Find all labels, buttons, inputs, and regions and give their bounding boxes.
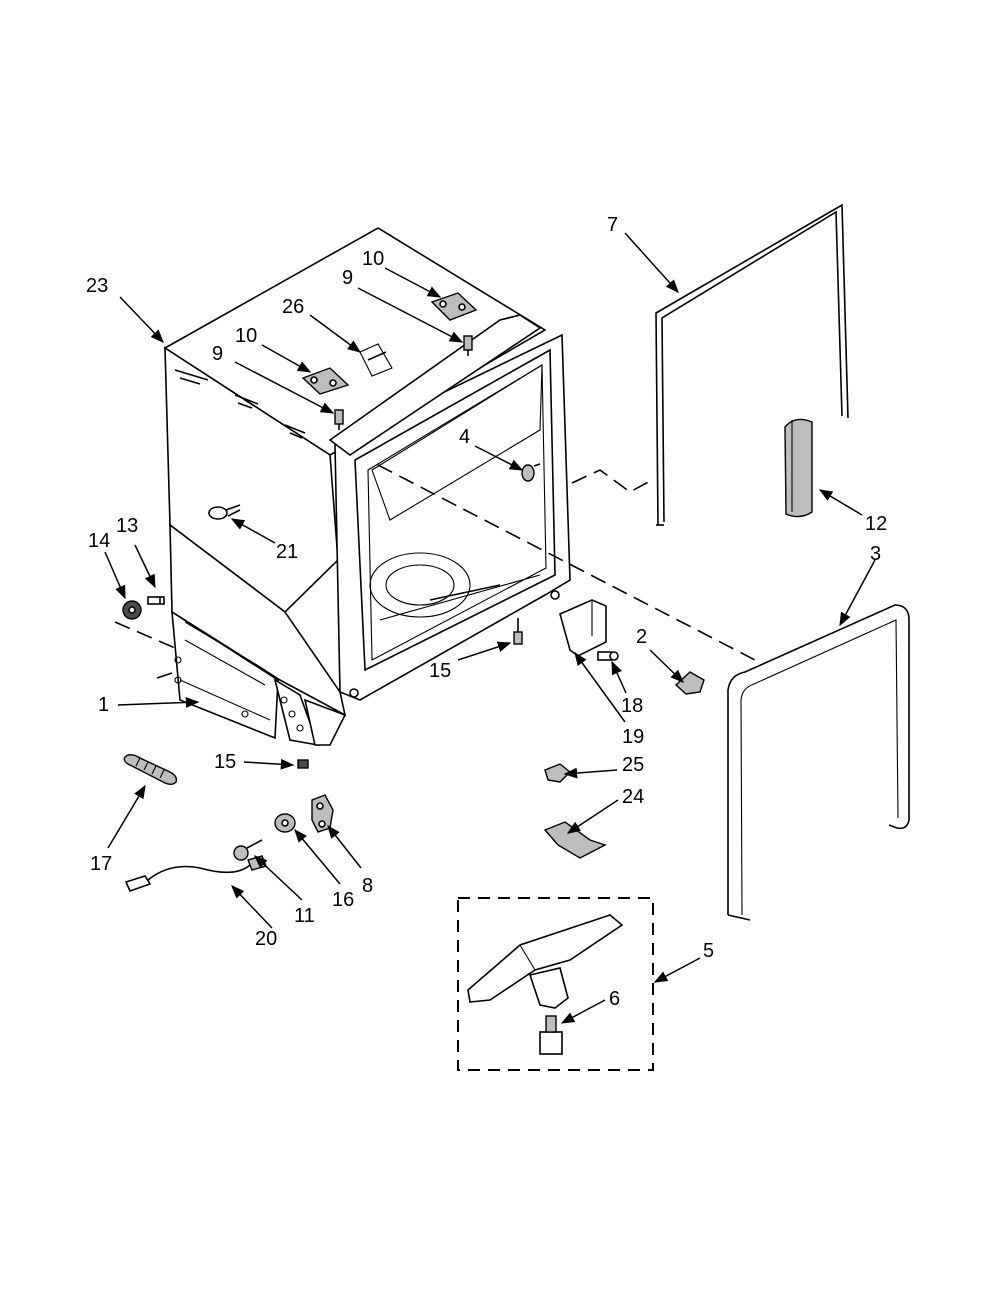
sensor-part: [539, 1015, 563, 1055]
callout-26: 26: [282, 296, 304, 318]
callout-25: 25: [622, 754, 644, 776]
callout-2: 2: [636, 626, 647, 648]
callout-5: 5: [703, 940, 714, 962]
callout-4: 4: [459, 426, 470, 448]
callout-arrows: [104, 232, 876, 1024]
latch-part: [674, 671, 705, 695]
leg-screw-lower: [297, 759, 309, 769]
dashed-group-box: [457, 897, 654, 1071]
bracket-8: [311, 794, 334, 833]
washer-part: [274, 813, 296, 833]
callout-10-upper: 10: [362, 248, 384, 270]
clip-part: [359, 343, 393, 377]
tub-assembly: [163, 227, 571, 747]
callout-11: 11: [294, 905, 315, 927]
screw-11: [233, 839, 263, 861]
callout-20: 20: [255, 928, 277, 950]
plug-part: [521, 463, 541, 482]
tub-seal: [727, 604, 910, 921]
callout-21: 21: [276, 541, 298, 563]
callout-14: 14: [88, 530, 110, 552]
screw-18: [597, 651, 619, 661]
callout-12: 12: [865, 513, 887, 535]
screw-13: [147, 596, 165, 605]
spring-part: [123, 754, 178, 785]
nut-part: [122, 600, 142, 620]
switch-part: [544, 763, 572, 783]
callout-7: 7: [607, 214, 618, 236]
callout-10-lower: 10: [235, 325, 257, 347]
callout-13: 13: [116, 515, 138, 537]
callout-24: 24: [622, 786, 644, 808]
callout-6: 6: [609, 988, 620, 1010]
insulation-strip: [784, 418, 813, 518]
callout-17: 17: [90, 853, 112, 875]
callout-18: 18: [621, 695, 643, 717]
callout-15-lower: 15: [214, 751, 236, 773]
callout-23: 23: [86, 275, 108, 297]
callout-8: 8: [362, 875, 373, 897]
stud-part: [208, 504, 241, 520]
callout-16: 16: [332, 889, 354, 911]
spray-arm-support: [467, 914, 624, 1009]
screw-upper: [463, 335, 473, 356]
callout-9-upper: 9: [342, 267, 353, 289]
hinge-bracket-upper: [430, 292, 478, 321]
screw-lower: [334, 409, 344, 430]
callout-1: 1: [98, 694, 109, 716]
callout-labels: 23 10 9 26 10 9 4 7 12 3 21 13 14 1 15 1…: [86, 214, 887, 1010]
hinge-bracket-lower: [301, 367, 350, 395]
callout-19: 19: [622, 726, 644, 748]
leg-screw-upper: [513, 618, 523, 645]
callout-3: 3: [870, 543, 881, 565]
callout-15-upper: 15: [429, 660, 451, 682]
door-gasket: [655, 203, 849, 526]
assembly-lines: [114, 464, 756, 679]
mounting-bracket: [559, 599, 607, 657]
wire-harness: [124, 855, 267, 892]
callout-9-lower: 9: [212, 343, 223, 365]
switch-bracket: [543, 821, 607, 859]
